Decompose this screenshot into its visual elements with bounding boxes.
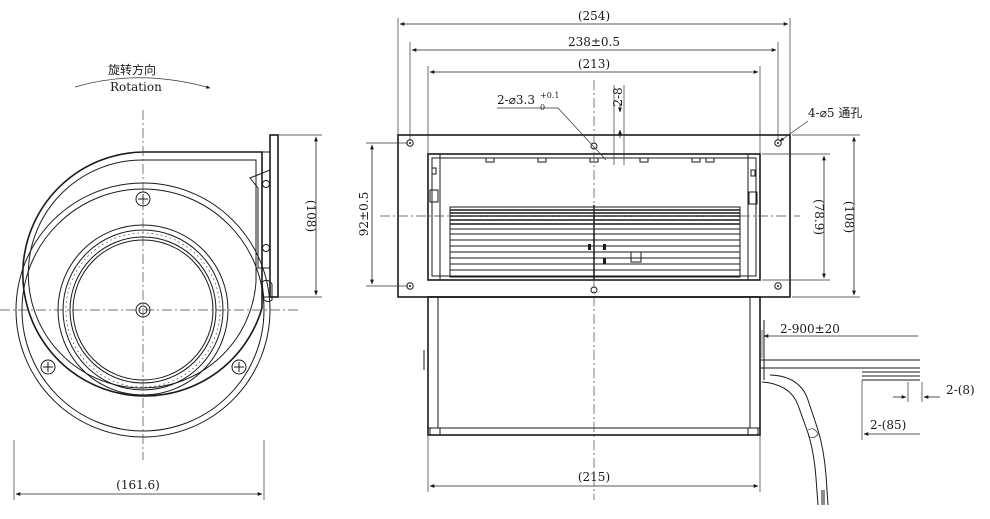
body-length-dim: (215) — [578, 470, 610, 484]
screw-right — [231, 359, 247, 375]
tail-length-dim: 2-(85) — [870, 418, 906, 432]
slot-width-dim: 2-8 — [611, 87, 625, 106]
side-view: 旋转方向 Rotation — [0, 62, 322, 500]
small-hole-tol-upper: +0.1 — [540, 91, 559, 100]
rotation-arrow — [74, 77, 211, 89]
lead-length-dim: 2-900±20 — [780, 322, 840, 336]
hole-spacing-dim: 238±0.5 — [568, 35, 620, 49]
front-view: (254) 238±0.5 (213) — [357, 9, 862, 500]
strip-length-dim: 2-(8) — [946, 383, 975, 397]
small-hole-callout: 2-⌀3.3 — [497, 93, 535, 107]
mount-hole-br — [774, 282, 782, 290]
rotation-label-en: Rotation — [110, 80, 162, 94]
screw-left — [40, 359, 56, 375]
impeller-blades — [449, 205, 741, 280]
opening-height-dim: (78.9) — [812, 199, 826, 235]
inner-length-dim: (213) — [578, 57, 610, 71]
small-hole-tol-lower: 0 — [540, 103, 545, 112]
mount-hole-tr — [774, 139, 782, 147]
vert-hole-spacing-dim: 92±0.5 — [357, 192, 371, 236]
flange-height-dim: (108) — [842, 201, 856, 233]
blower-body — [427, 296, 761, 436]
mount-holes-callout: 4-⌀5 通孔 — [808, 106, 862, 120]
rotation-label-cn: 旋转方向 — [108, 62, 156, 77]
scroll-housing — [22, 151, 263, 397]
cable-leads: 2-900±20 2-(8) 2-(85) — [760, 322, 975, 506]
side-height-dim: (108) — [304, 200, 318, 232]
side-width-dim: (161.6) — [116, 478, 160, 492]
outlet-flange — [269, 134, 279, 298]
overall-length-dim: (254) — [578, 9, 610, 23]
